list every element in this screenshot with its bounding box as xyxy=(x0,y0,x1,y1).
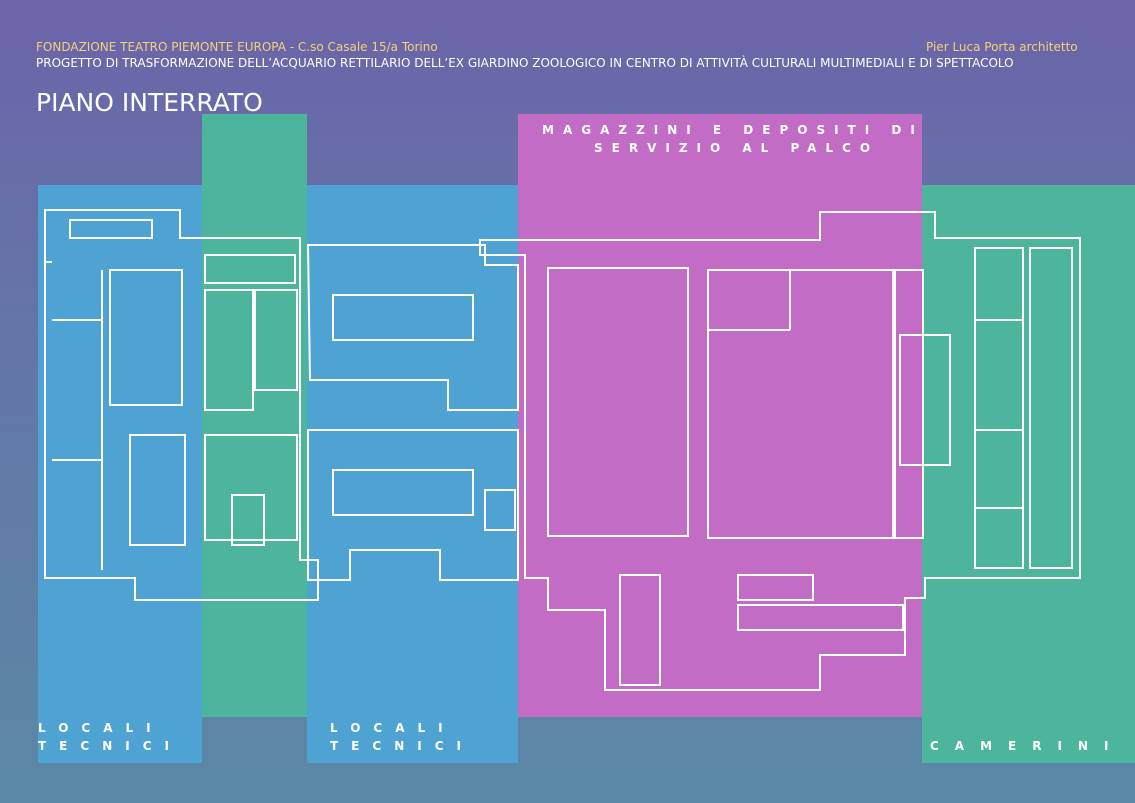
left-label-line2: TECNICI xyxy=(38,739,182,753)
magazzini-line1: MAGAZZINI E DEPOSITI DI xyxy=(542,123,924,137)
zone-green-strip xyxy=(202,114,307,717)
zone-left-tecnici xyxy=(38,185,202,763)
zone-label-middle: LOCALI TECNICI xyxy=(330,719,474,755)
zone-camerini xyxy=(922,185,1135,763)
camerini-label: CAMERINI xyxy=(930,739,1125,753)
middle-label-line1: LOCALI xyxy=(330,721,456,735)
magazzini-line2: SERVIZIO AL PALCO xyxy=(594,141,880,155)
zone-label-magazzini: MAGAZZINI E DEPOSITI DI SERVIZIO AL PALC… xyxy=(542,121,924,157)
architect-name: Pier Luca Porta architetto xyxy=(926,40,1078,54)
page-title: PIANO INTERRATO xyxy=(36,88,263,117)
zone-middle-tecnici xyxy=(307,185,518,763)
project-line: PROGETTO DI TRASFORMAZIONE DELL’ACQUARIO… xyxy=(36,56,1014,70)
middle-label-line2: TECNICI xyxy=(330,739,474,753)
left-label-line1: LOCALI xyxy=(38,721,164,735)
zone-magazzini xyxy=(518,114,922,717)
zone-label-camerini: CAMERINI xyxy=(930,737,1124,755)
client-line: FONDAZIONE TEATRO PIEMONTE EUROPA - C.so… xyxy=(36,40,438,54)
zone-label-left: LOCALI TECNICI xyxy=(38,719,182,755)
